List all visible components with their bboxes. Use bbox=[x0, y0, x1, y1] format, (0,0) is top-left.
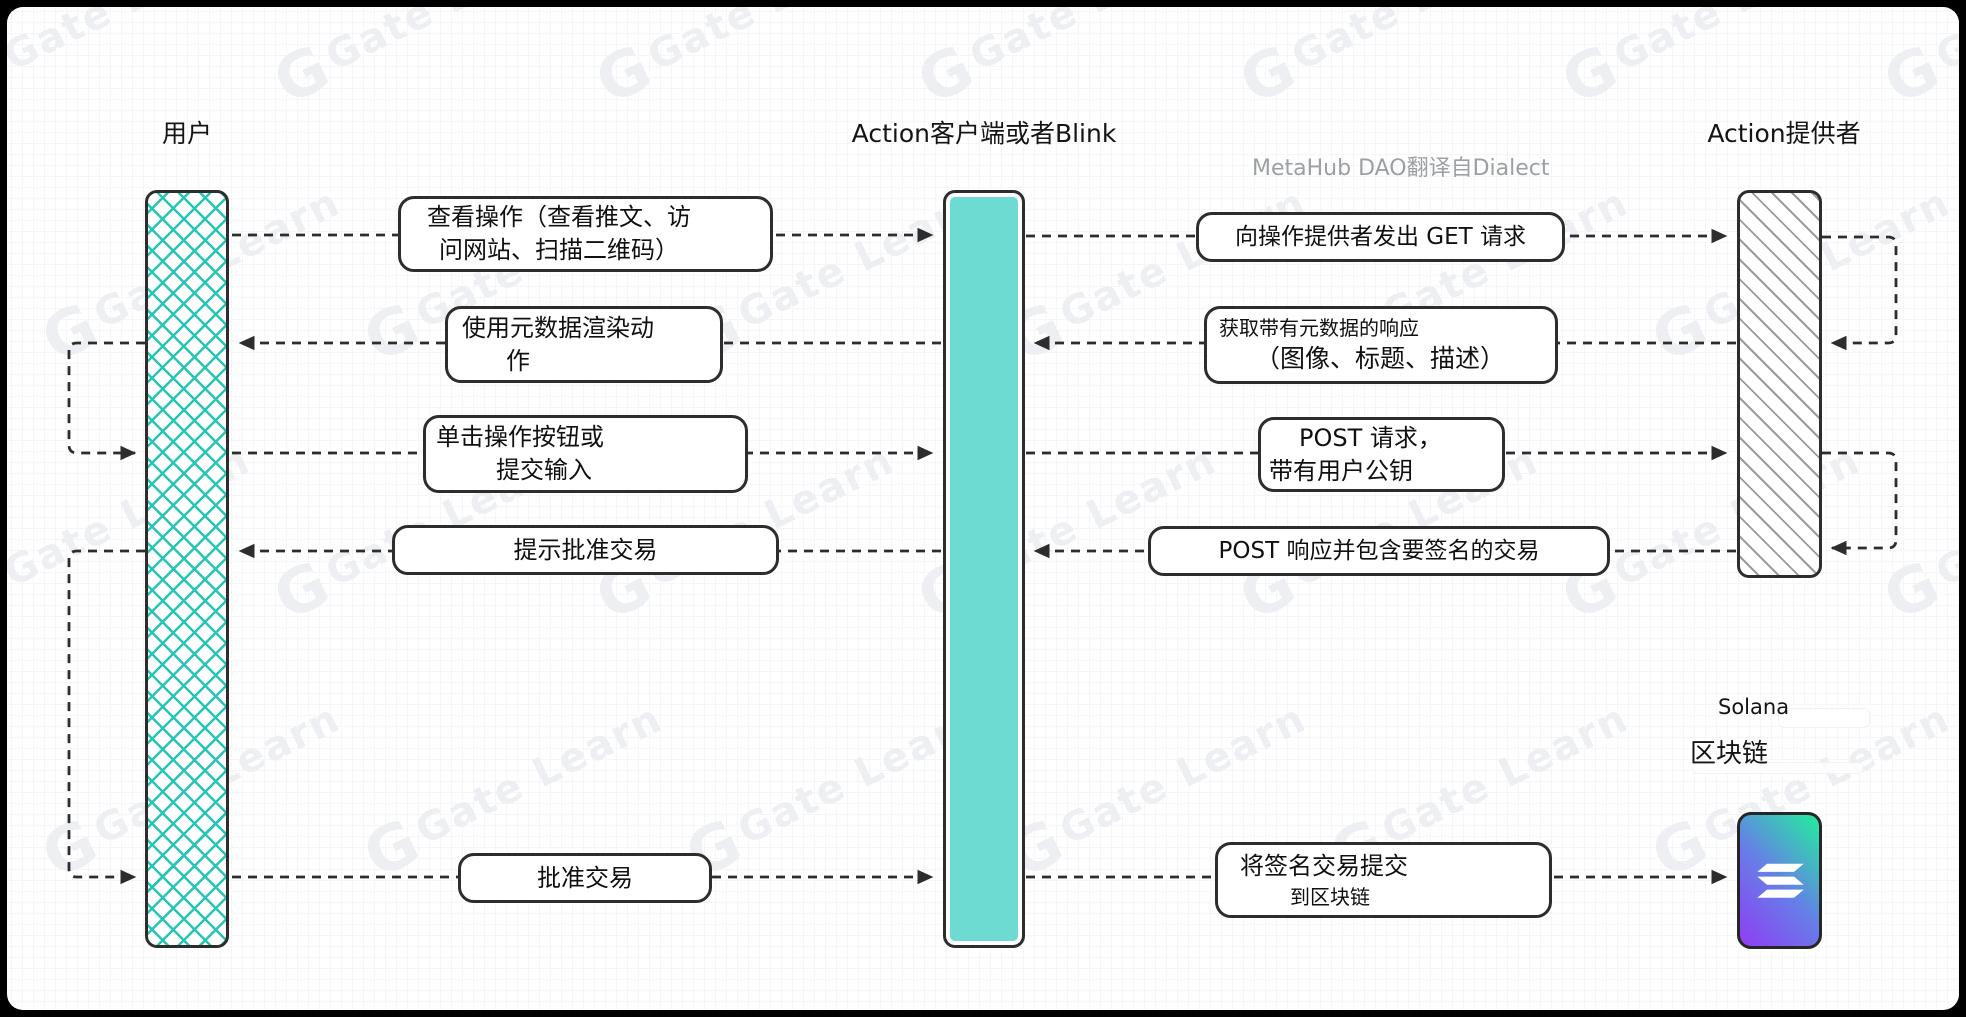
message-box-view-action: 查看操作（查看推文、访 问网站、扫描二维码） bbox=[398, 196, 773, 272]
attribution-text: MetaHub DAO翻译自Dialect bbox=[1252, 156, 1550, 181]
message-box-post-request: POST 请求， 带有用户公钥 bbox=[1258, 417, 1505, 492]
solana-chain-label: 区块链 bbox=[1690, 739, 1769, 769]
message-text: 单击操作按钮或 bbox=[436, 423, 604, 451]
ghost-artifact bbox=[1778, 708, 1870, 728]
message-text: 作 bbox=[506, 346, 530, 375]
participant-provider-label: Action提供者 bbox=[1707, 119, 1861, 148]
message-box-metadata-response: 获取带有元数据的响应 （图像、标题、描述） bbox=[1204, 306, 1558, 384]
message-box-get-request: 向操作提供者发出 GET 请求 bbox=[1196, 212, 1565, 262]
message-text: 提交输入 bbox=[496, 456, 592, 484]
message-text: 获取带有元数据的响应 bbox=[1219, 316, 1419, 340]
message-box-post-response: POST 响应并包含要签名的交易 bbox=[1148, 526, 1610, 576]
message-box-click-action: 单击操作按钮或 提交输入 bbox=[423, 415, 748, 493]
message-text: 带有用户公钥 bbox=[1269, 456, 1413, 485]
lifeline-user-bar bbox=[145, 190, 229, 948]
participant-client-label: Action客户端或者Blink bbox=[851, 119, 1117, 148]
message-text: 向操作提供者发出 GET 请求 bbox=[1234, 223, 1527, 250]
message-text: 问网站、扫描二维码） bbox=[439, 236, 679, 264]
message-text: POST 请求， bbox=[1299, 423, 1442, 452]
participant-user-label: 用户 bbox=[161, 119, 213, 148]
message-text: 使用元数据渲染动 bbox=[462, 313, 654, 342]
ghost-artifact bbox=[1692, 762, 1864, 774]
message-text: 查看操作（查看推文、访 bbox=[427, 203, 691, 231]
message-box-approve: 批准交易 bbox=[458, 853, 712, 903]
message-text: POST 响应并包含要签名的交易 bbox=[1218, 537, 1540, 564]
solana-node bbox=[1737, 812, 1822, 949]
message-text: 将签名交易提交 bbox=[1240, 851, 1408, 880]
solana-network-label: Solana bbox=[1718, 695, 1790, 719]
message-box-prompt-approve: 提示批准交易 bbox=[392, 525, 779, 575]
message-text: （图像、标题、描述） bbox=[1255, 344, 1506, 373]
message-text: 批准交易 bbox=[537, 863, 633, 892]
message-box-render-action: 使用元数据渲染动 作 bbox=[445, 306, 723, 383]
solana-logo-icon bbox=[1756, 863, 1804, 898]
message-text: 到区块链 bbox=[1290, 884, 1370, 909]
lifeline-client-bar bbox=[943, 190, 1025, 948]
message-text: 提示批准交易 bbox=[513, 535, 658, 564]
message-box-submit-tx: 将签名交易提交 到区块链 bbox=[1215, 842, 1552, 918]
lifeline-provider-bar bbox=[1737, 190, 1822, 578]
